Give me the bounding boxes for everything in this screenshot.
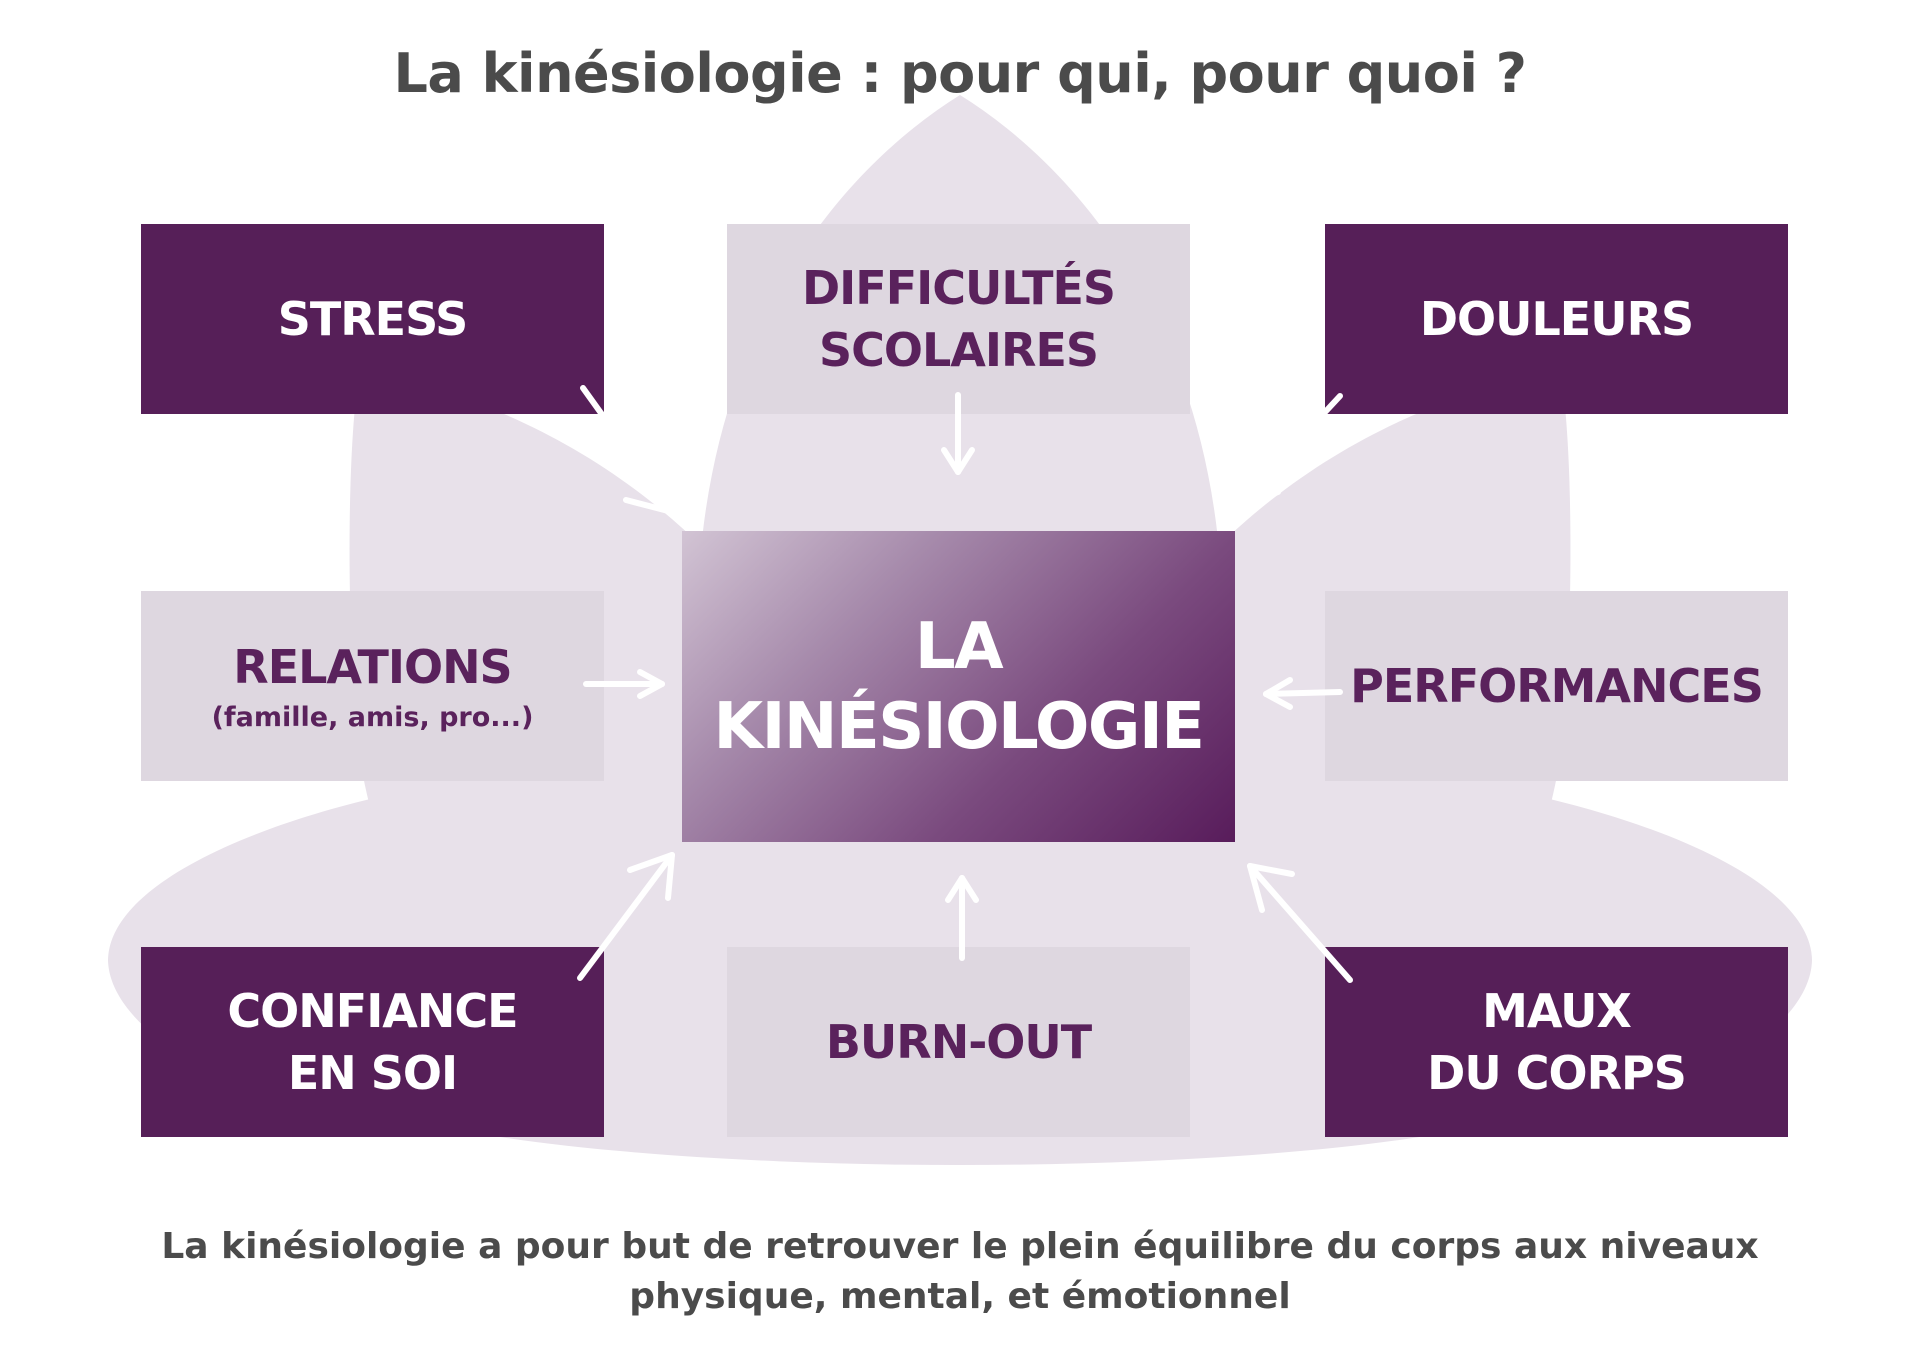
arrow-performances	[1266, 680, 1340, 707]
arrow-maux	[1250, 866, 1350, 980]
footer-line1: La kinésiologie a pour but de retrouver …	[160, 1222, 1760, 1272]
arrow-burnout	[948, 878, 976, 958]
arrow-douleurs	[1236, 396, 1340, 508]
footer-caption: La kinésiologie a pour but de retrouver …	[160, 1222, 1760, 1322]
arrow-relations	[586, 672, 662, 696]
footer-line2: physique, mental, et émotionnel	[160, 1272, 1760, 1322]
arrow-stress	[583, 388, 672, 512]
arrow-confiance	[580, 855, 672, 978]
arrow-difficultes	[944, 395, 972, 472]
